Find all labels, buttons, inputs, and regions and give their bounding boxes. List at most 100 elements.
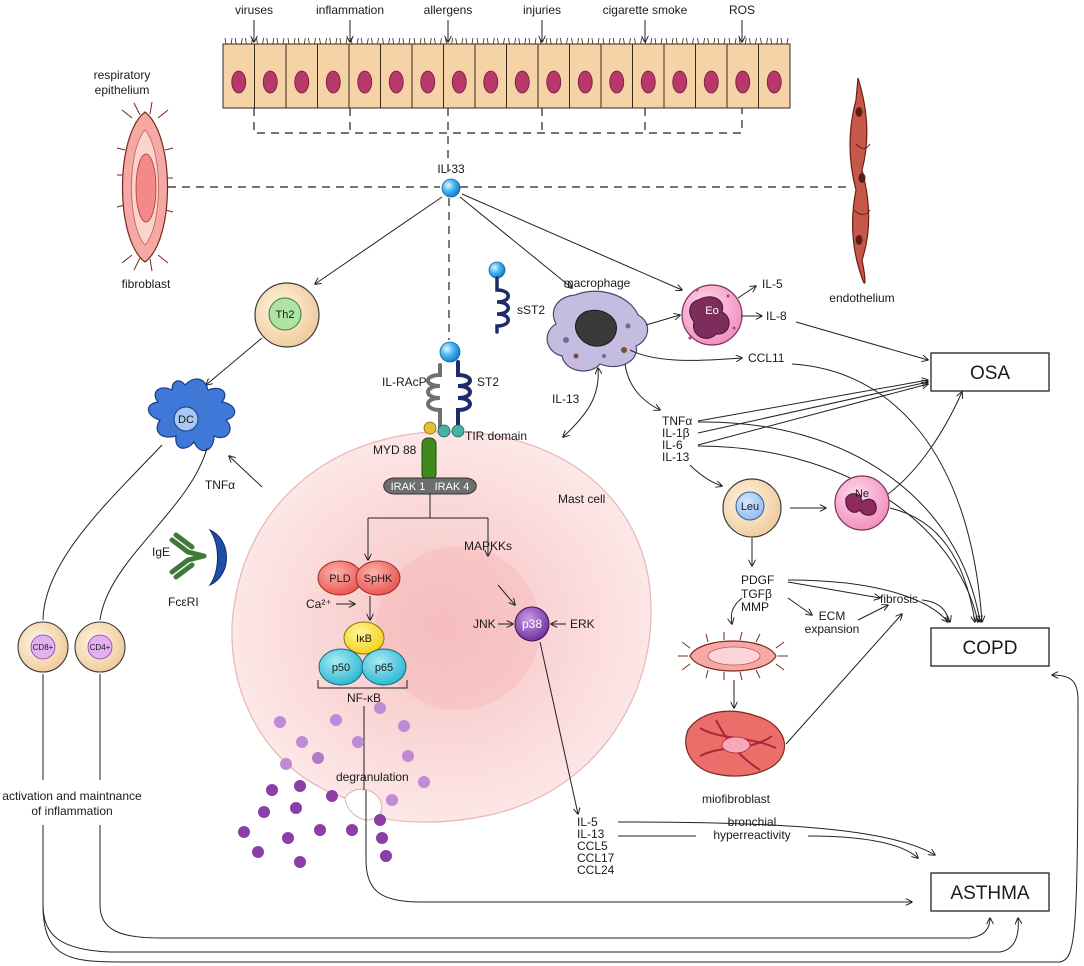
fibroblast-label: fibroblast: [122, 277, 171, 291]
cilium: [534, 37, 537, 45]
cilium: [508, 37, 510, 45]
cilium: [566, 37, 568, 45]
cilium: [440, 37, 442, 45]
cilium: [723, 37, 726, 45]
ne-label: Ne: [855, 488, 869, 500]
cilium: [618, 37, 621, 45]
th2-cell: [254, 282, 320, 348]
granule: [238, 826, 250, 838]
granule: [352, 736, 364, 748]
mediator-label: CCL17: [577, 851, 615, 865]
arrow-il13-to-asthma: [618, 835, 918, 858]
cilium: [597, 37, 600, 45]
granule: [266, 784, 278, 796]
cilium: [786, 37, 789, 45]
cd4-label: CD4+: [90, 643, 111, 652]
myd88-protein: [421, 437, 437, 481]
epithelial-nucleus: [357, 70, 373, 94]
cilium: [675, 37, 678, 45]
respiratory-epithelium-label: respiratory: [94, 68, 151, 82]
p50-label: p50: [332, 662, 350, 674]
st2-receptor: [456, 360, 472, 430]
cilium: [602, 37, 605, 45]
cilium: [293, 37, 296, 45]
respiratory-epithelium-label: epithelium: [95, 83, 150, 97]
granule: [380, 850, 392, 862]
cilium: [356, 37, 359, 45]
leu-label: Leu: [741, 501, 759, 513]
granule: [374, 814, 386, 826]
epithelial-nucleus: [231, 70, 247, 94]
cilium: [623, 37, 625, 45]
cilium: [713, 37, 716, 45]
cilium: [345, 37, 348, 45]
cilium: [686, 37, 688, 45]
il5-eo-label: IL-5: [762, 277, 783, 291]
cytokine-label: IL-1β: [662, 426, 690, 440]
dendritic-cell: [147, 378, 236, 452]
cilium: [528, 37, 531, 45]
cytokine-label: IL-13: [662, 450, 690, 464]
tgfb-label: TGFβ: [741, 587, 772, 601]
cilium: [591, 37, 594, 45]
cilium: [402, 37, 405, 45]
cilium: [587, 37, 590, 45]
cilium: [319, 37, 321, 45]
cilium: [755, 37, 757, 45]
epithelial-nucleus: [294, 70, 310, 94]
cilium: [665, 37, 668, 45]
p38-label: p38: [522, 617, 542, 631]
sst2-label: sST2: [517, 303, 545, 317]
arrow-ccl11-to-copd: [791, 363, 982, 622]
epithelial-nucleus: [483, 70, 499, 94]
leukocyte-cell: [722, 478, 782, 538]
cilium: [455, 37, 458, 45]
stimulus-label: ROS: [729, 3, 755, 17]
asthma-label: ASTHMA: [950, 883, 1030, 904]
p38-mediator-list: IL-5 IL-13 CCL5 CCL17 CCL24: [577, 815, 615, 877]
stimuli: viruses inflammation allergens injuries …: [235, 3, 755, 42]
arrow-il8-to-osa: [795, 321, 928, 360]
arrow-mapkks-to-p38: [497, 584, 515, 605]
granule: [418, 776, 430, 788]
cilium: [335, 37, 338, 45]
granule: [290, 802, 302, 814]
fceri-label: FcεRI: [168, 595, 199, 609]
epithelial-nucleus: [766, 70, 782, 94]
cilium: [545, 37, 548, 45]
ikb-label: IκB: [356, 633, 372, 645]
respiratory-epithelium: [222, 37, 791, 109]
cilium: [451, 37, 453, 45]
ige-label: IgE: [152, 545, 170, 559]
cilium: [571, 37, 573, 45]
copd-label: COPD: [963, 638, 1018, 659]
arrow-eo-to-il5: [737, 286, 756, 299]
epithelial-nucleus: [640, 70, 656, 94]
p65-protein: [361, 648, 407, 686]
arrow-tgfb-to-fibroblast: [731, 597, 743, 624]
granule: [282, 832, 294, 844]
cilium: [230, 37, 233, 45]
epithelial-nucleus: [703, 70, 719, 94]
sst2-receptor: [495, 276, 510, 334]
granule: [274, 716, 286, 728]
nfkb-bracket: [317, 680, 408, 689]
cilium: [486, 37, 489, 45]
granule: [374, 702, 386, 714]
cilium: [329, 37, 332, 45]
il-racp-receptor: [426, 363, 442, 430]
ige-antibody: [169, 532, 207, 580]
copd-box: COPD: [930, 627, 1050, 667]
macrophage-cytokine-list: TNFα IL-1β IL-6 IL-13: [662, 414, 692, 464]
cytokine-arrows: [689, 380, 980, 622]
cilium: [612, 37, 615, 45]
cilium: [461, 37, 464, 45]
activation-label: activation and maintnance: [2, 789, 142, 803]
cilium: [251, 37, 253, 45]
cilium: [360, 37, 363, 45]
arrow-p38-to-mediators: [539, 641, 578, 814]
cd8-label: CD8+: [33, 643, 54, 652]
cilium: [555, 37, 558, 45]
epithelial-cell: [443, 43, 476, 109]
cilium: [445, 37, 447, 45]
